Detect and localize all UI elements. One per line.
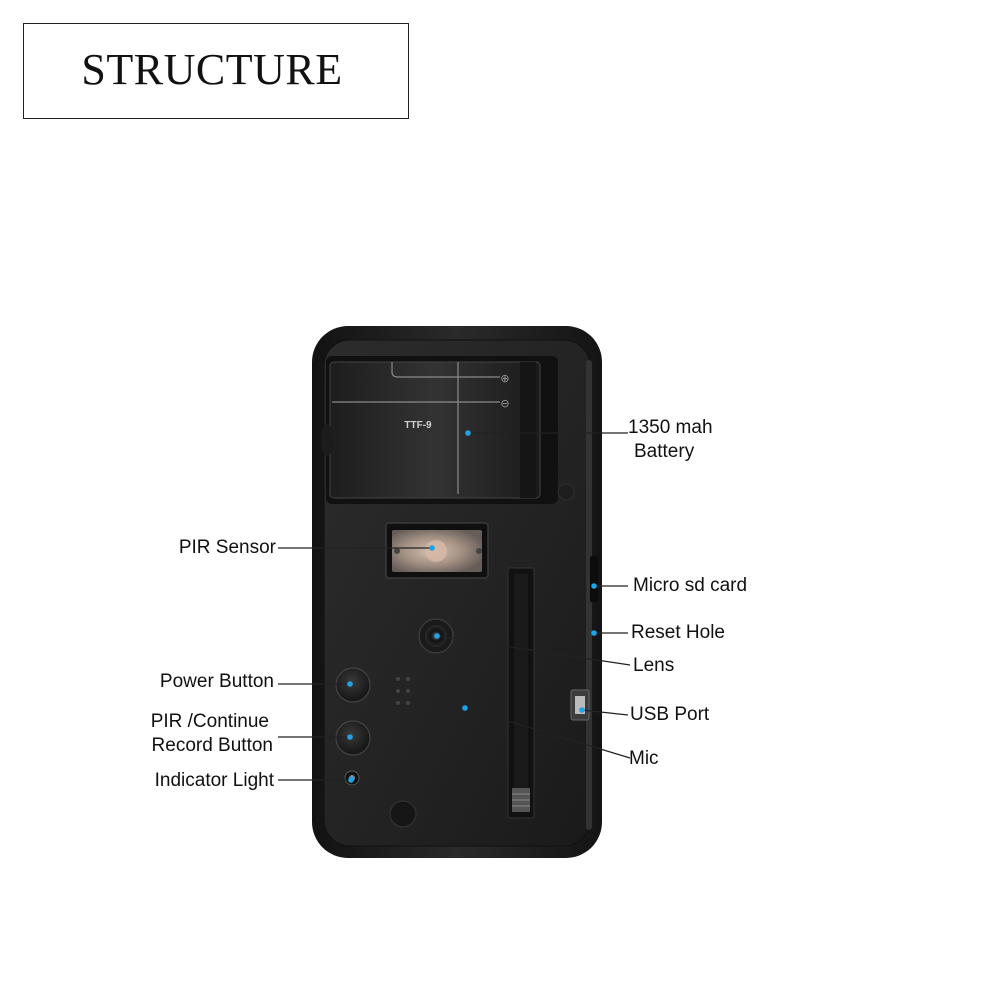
label-pir-button-line2: Record Button: [151, 735, 273, 756]
battery-print-line-top: [391, 362, 500, 378]
leader-mic: [464, 707, 631, 759]
battery-marking: TTF-9: [404, 420, 432, 431]
label-battery-line2: Battery: [634, 441, 695, 462]
leader-lens: [436, 635, 631, 666]
page-title: STRUCTURE: [81, 45, 343, 94]
battery-minus-symbol: ⊖: [500, 397, 509, 410]
speaker-grille: [396, 677, 410, 705]
micro-sd-slot: [590, 556, 598, 602]
dot-pir-button: [347, 734, 353, 740]
dot-reset-hole: [591, 630, 597, 636]
dot-usb: [579, 707, 585, 713]
pir-sensor-pin-right: [476, 548, 482, 554]
battery-side-lip: [520, 362, 536, 498]
dot-lens: [434, 633, 440, 639]
pir-record-button: [335, 720, 371, 756]
callout-dots: [347, 430, 597, 783]
leader-usb: [581, 709, 629, 716]
dot-indicator: [348, 777, 354, 783]
label-pir-sensor: PIR Sensor: [178, 537, 276, 558]
device-side-bump: [321, 424, 333, 456]
title-box: STRUCTURE: [23, 23, 409, 119]
dot-battery: [465, 430, 471, 436]
label-reset-hole: Reset Hole: [631, 622, 725, 643]
side-strip-inner: [514, 574, 528, 788]
bottom-hole: [389, 800, 417, 828]
label-mic: Mic: [629, 748, 659, 769]
pir-sensor-element: [425, 540, 447, 562]
label-pir-button-line1: PIR /Continue: [150, 711, 269, 732]
label-lens: Lens: [633, 655, 675, 676]
dot-pir-sensor: [429, 545, 435, 551]
label-power-button: Power Button: [159, 671, 274, 692]
dot-micro-sd: [591, 583, 597, 589]
leader-lines: [278, 432, 631, 781]
pir-sensor-pin-left: [394, 548, 400, 554]
device-screw-right: [557, 483, 575, 501]
dot-power-button: [347, 681, 353, 687]
battery-plus-symbol: ⊕: [500, 372, 509, 385]
label-indicator-light: Indicator Light: [154, 770, 274, 791]
dot-mic: [462, 705, 468, 711]
power-button: [335, 667, 371, 703]
label-battery-line1: 1350 mah: [628, 417, 713, 438]
usb-port-opening: [575, 696, 585, 714]
label-usb-port: USB Port: [630, 704, 710, 725]
label-micro-sd: Micro sd card: [633, 575, 748, 596]
